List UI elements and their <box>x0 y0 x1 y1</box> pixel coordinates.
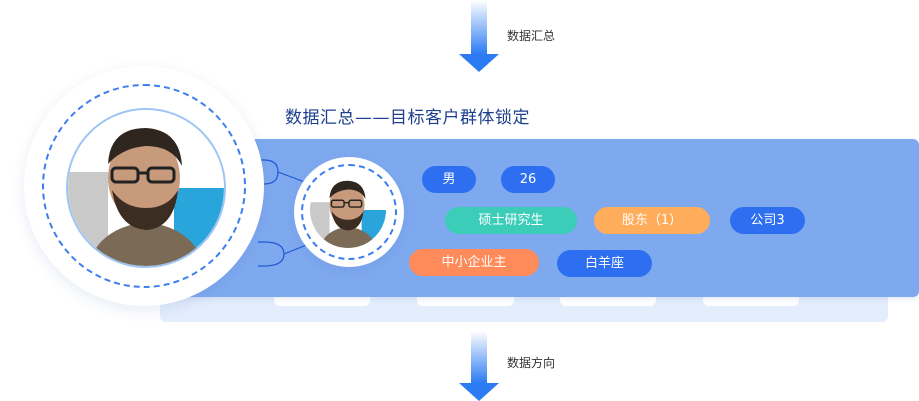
tag-age: 26 <box>501 166 555 193</box>
large-avatar-dashed-ring <box>42 84 246 288</box>
tag-education: 硕士研究生 <box>445 207 577 234</box>
tag-zodiac: 白羊座 <box>557 250 652 277</box>
panel-title: 数据汇总——目标客户群体锁定 <box>285 108 530 128</box>
small-avatar-dashed-ring <box>301 164 397 260</box>
person-photo-icon <box>68 110 224 266</box>
tag-shareholder: 股东（1） <box>594 207 710 234</box>
tag-occupation: 中小企业主 <box>409 249 539 276</box>
person-photo-icon <box>310 172 386 248</box>
avatar <box>66 108 226 268</box>
avatar <box>310 172 386 248</box>
tag-gender: 男 <box>422 166 476 193</box>
bottom-arrow-label: 数据方向 <box>507 356 556 370</box>
tag-company: 公司3 <box>730 207 805 234</box>
top-arrow-label: 数据汇总 <box>507 29 556 43</box>
